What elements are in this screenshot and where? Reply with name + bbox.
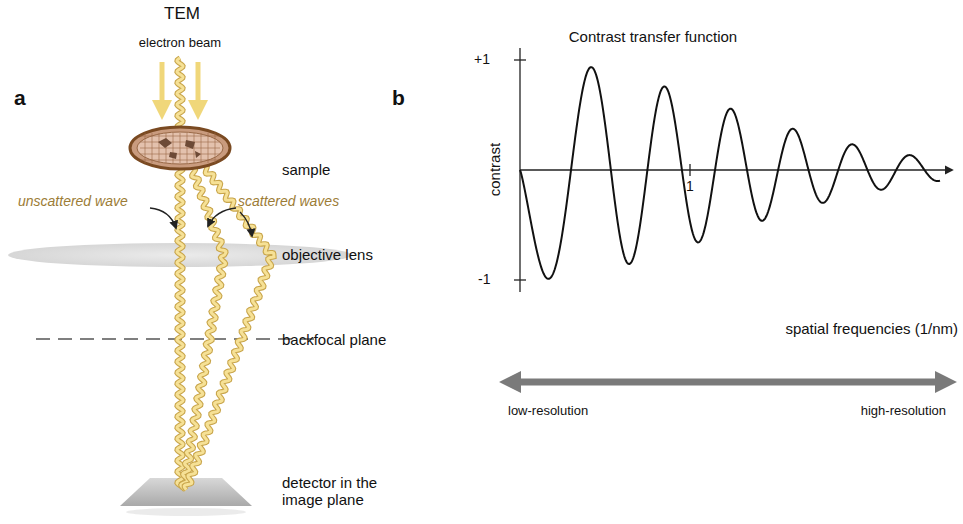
panel-letter: b	[392, 86, 405, 110]
range-label: low-resolution	[508, 404, 588, 419]
resolution-arrow	[508, 379, 948, 386]
beam-arrow	[160, 62, 165, 112]
beam-label: electron beam	[136, 36, 224, 51]
instrument-name: TEM	[161, 4, 203, 24]
chart-title: Contrast transfer function	[569, 28, 737, 45]
detector-shadow	[126, 508, 246, 516]
x-axis	[520, 169, 952, 170]
leader-arrow	[240, 212, 252, 236]
axis-title: contrast	[486, 143, 503, 196]
ctf-curve	[520, 67, 940, 279]
tick	[514, 279, 526, 280]
wave-label: scattered waves	[238, 193, 339, 209]
sample-grid	[130, 127, 230, 169]
tick	[514, 59, 526, 60]
panel-letter: a	[14, 86, 26, 110]
tick	[689, 164, 690, 176]
axis-tick: -1	[478, 271, 490, 287]
part-name: sample	[282, 161, 330, 178]
part-name: backfocal plane	[282, 331, 386, 348]
axis-tick: +1	[474, 51, 490, 67]
range-label: high-resolution	[861, 404, 946, 419]
leader-arrow	[208, 208, 236, 226]
axis-title: spatial frequencies (1/nm)	[785, 320, 958, 337]
waves	[177, 58, 274, 490]
wave-label: unscattered wave	[18, 193, 128, 209]
part-name: objective lens	[282, 246, 373, 263]
beam-arrow	[196, 62, 201, 112]
leader-arrow	[150, 208, 176, 228]
part-name: detector in the image plane	[282, 474, 400, 509]
axis-tick: 1	[686, 178, 694, 194]
